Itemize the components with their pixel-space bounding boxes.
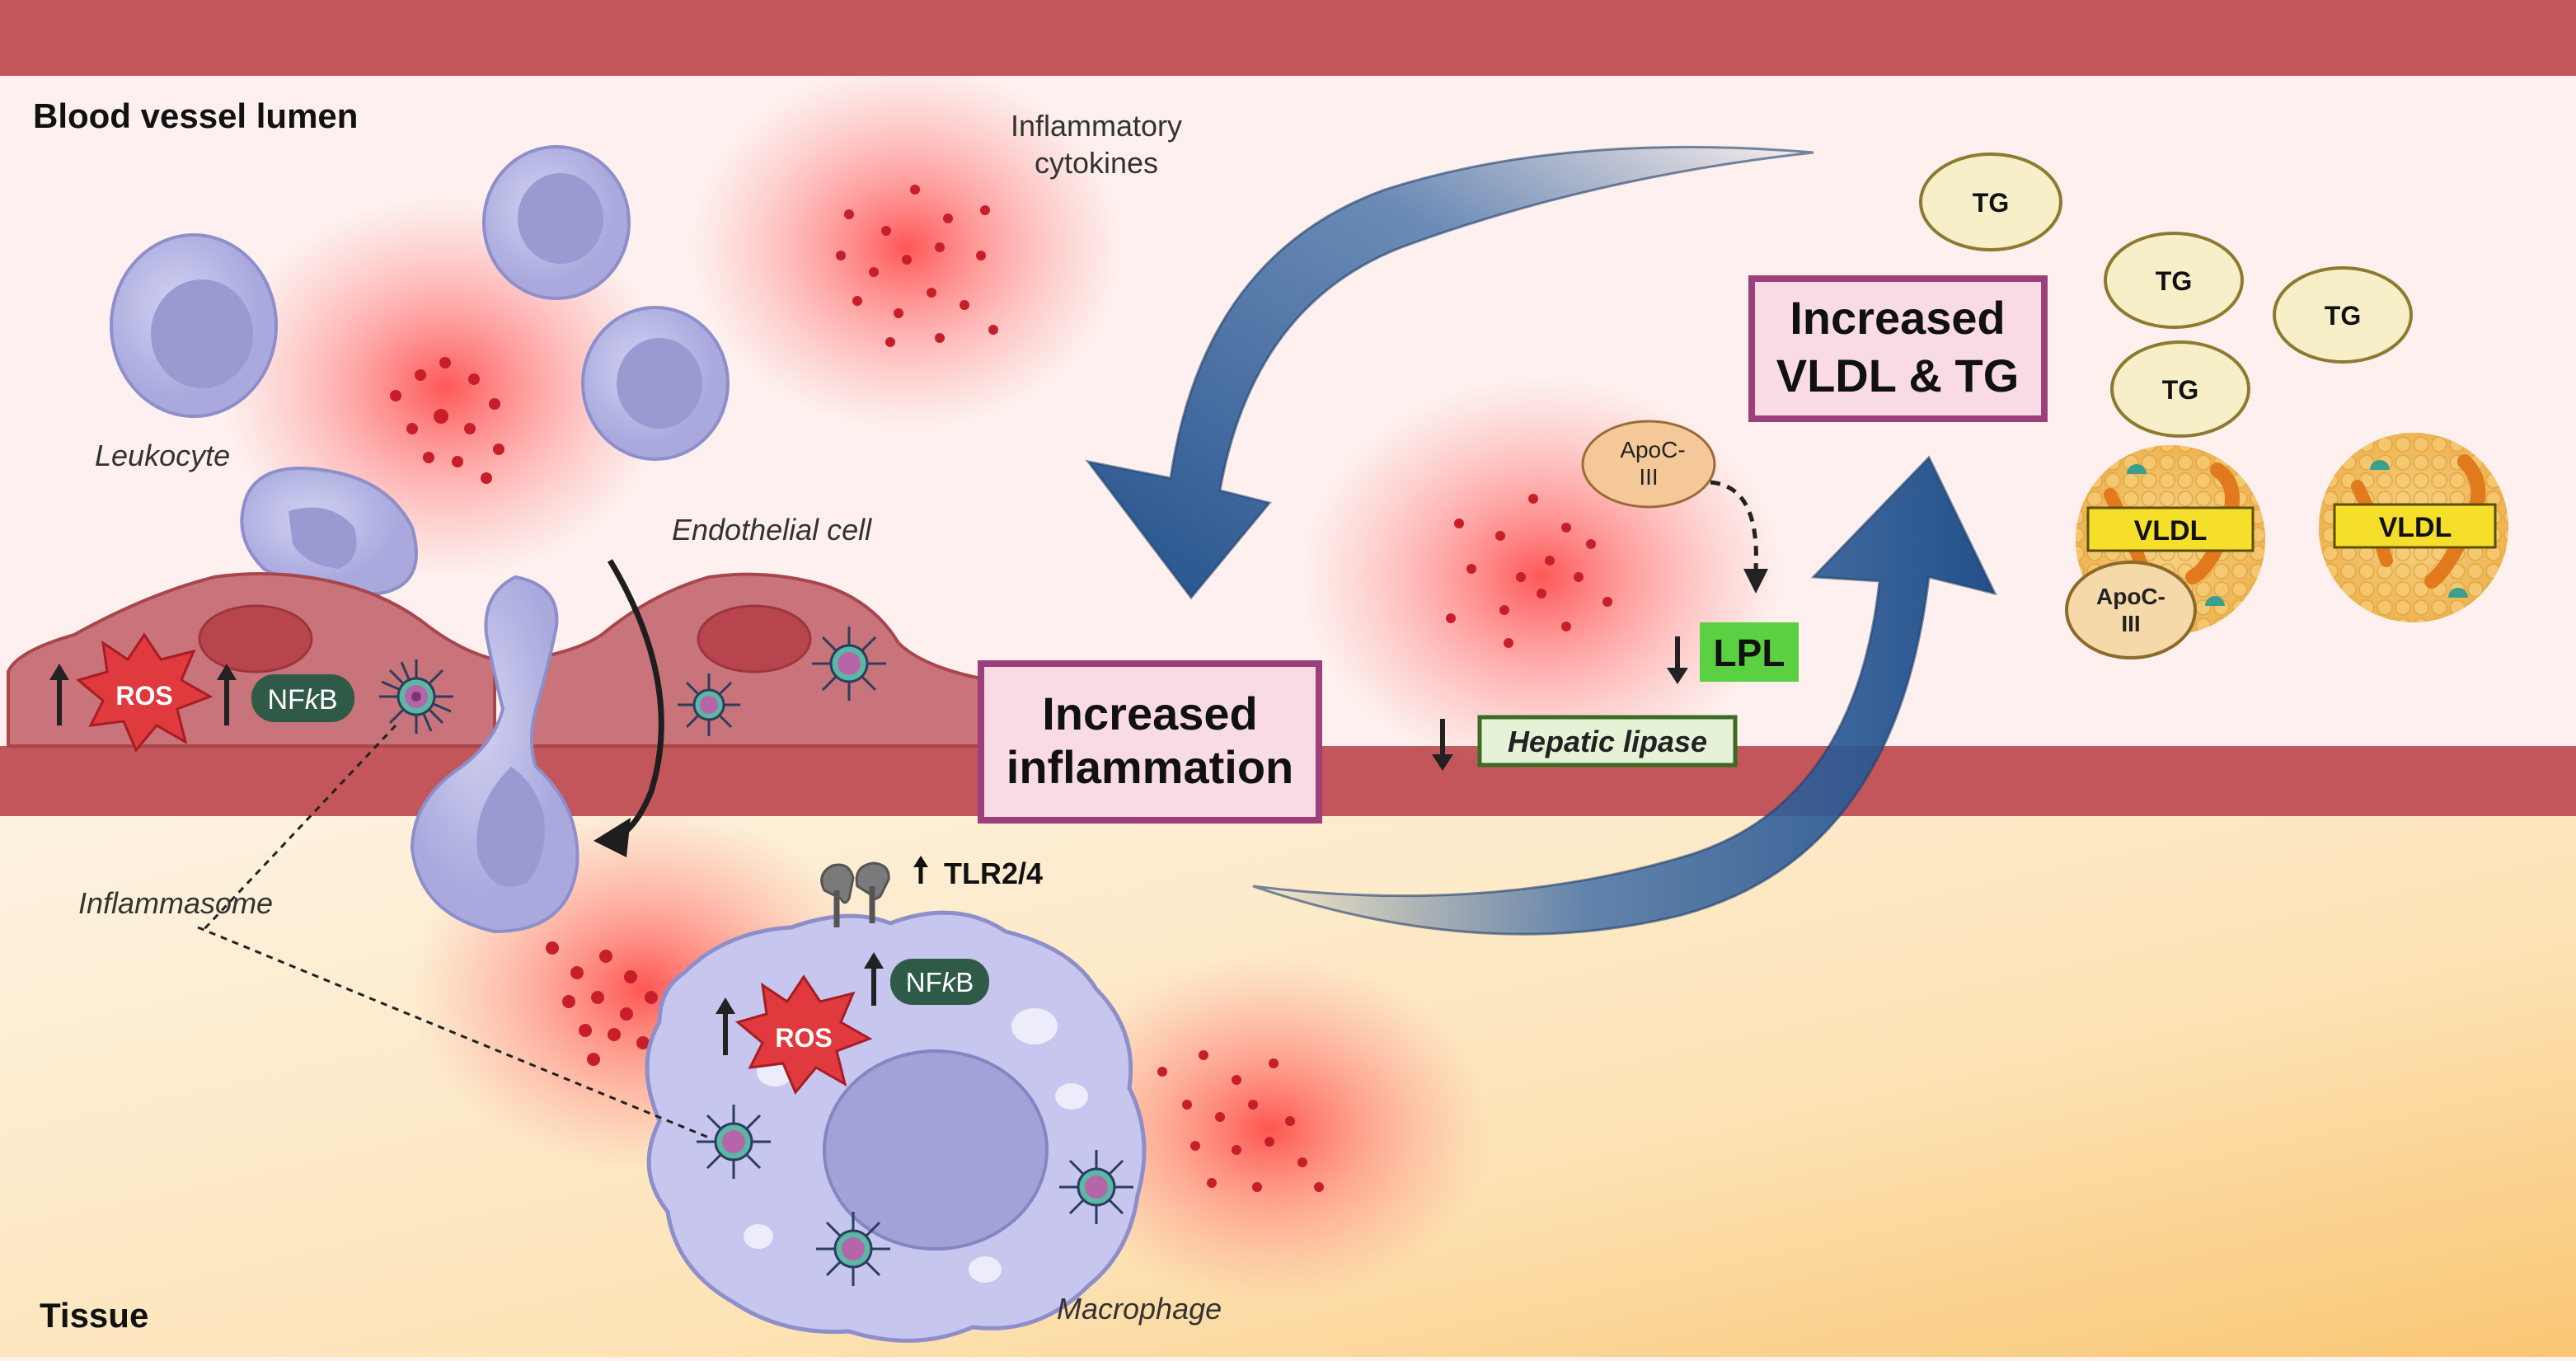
up-arrow-icon	[49, 664, 69, 680]
lumen-label: Blood vessel lumen	[33, 96, 358, 135]
endothelial-cell-label: Endothelial cell	[672, 513, 872, 547]
transmigration-arrowhead	[594, 818, 631, 857]
apoc-iii-on-vldl: ApoC- III	[2065, 561, 2197, 659]
svg-text:VLDL: VLDL	[2379, 512, 2452, 543]
inflammasome-pointer	[197, 926, 710, 1139]
svg-text:TG: TG	[1973, 188, 2009, 218]
svg-text:III: III	[1639, 464, 1658, 490]
svg-text:TG: TG	[2325, 301, 2361, 331]
down-arrow-icon	[1432, 754, 1453, 771]
macrophage	[645, 910, 1147, 1343]
svg-text:TG: TG	[2162, 375, 2198, 405]
svg-text:VLDL: VLDL	[2134, 515, 2208, 547]
svg-text:LPL: LPL	[1714, 631, 1785, 674]
transmigration-arrow	[607, 559, 664, 844]
rolling-leukocyte	[240, 467, 418, 596]
inflammasome-icon	[812, 627, 886, 701]
tg-particle: TG	[2273, 266, 2413, 364]
vessel-wall-top	[0, 0, 2576, 76]
up-arrow-icon	[913, 856, 928, 867]
inhibition-dashed-arrowhead	[1743, 569, 1768, 594]
up-arrow-icon	[716, 997, 735, 1014]
inflammasome-icon	[816, 1212, 890, 1286]
leukocyte	[110, 233, 278, 418]
inflammasome-icon	[379, 659, 453, 734]
cycle-arrow-right	[1252, 455, 1997, 936]
cycle-arrow-left	[1085, 145, 1814, 600]
tg-particle: TG	[2104, 232, 2244, 329]
tlr-label: TLR2/4	[944, 856, 1043, 890]
leukocyte-label: Leukocyte	[95, 439, 230, 472]
svg-text:III: III	[2121, 611, 2140, 636]
increased-vldl-tg-box: Increased VLDL & TG	[1748, 275, 2048, 422]
nfkb-badge-macrophage: NFkB	[890, 959, 989, 1005]
tg-particle: TG	[1919, 153, 2062, 251]
ros-burst-endothelial: ROS	[75, 632, 213, 753]
macrophage-label: Macrophage	[1057, 1292, 1222, 1326]
inflammasome-pointer	[200, 724, 397, 933]
inflammasome-icon	[678, 673, 740, 736]
lpl-enzyme-label: LPL	[1700, 622, 1799, 682]
down-arrow-icon	[1667, 668, 1688, 684]
cytokine-dots	[390, 185, 1612, 1192]
svg-text:ApoC-: ApoC-	[1620, 437, 1685, 462]
up-arrow-icon	[217, 664, 237, 680]
nfkb-badge-endothelial: NFkB	[251, 674, 354, 722]
cytokine-glow	[1047, 956, 1492, 1302]
apoc-iii-protein: ApoC- III	[1581, 420, 1716, 509]
hepatic-lipase-label: Hepatic lipase	[1477, 715, 1738, 767]
svg-text:Hepatic lipase: Hepatic lipase	[1508, 725, 1707, 758]
vldl-particle: VLDL	[2319, 433, 2508, 622]
svg-text:inflammation: inflammation	[1006, 741, 1293, 793]
up-arrow-icon	[864, 952, 884, 969]
inflammasome-label: Inflammasome	[78, 886, 273, 920]
svg-text:TG: TG	[2156, 266, 2192, 296]
svg-text:Increased: Increased	[1790, 292, 2006, 344]
svg-text:NFkB: NFkB	[267, 684, 337, 716]
tissue-label: Tissue	[40, 1296, 148, 1335]
svg-text:NFkB: NFkB	[906, 967, 974, 997]
ros-burst-macrophage: ROS	[734, 974, 873, 1095]
svg-text:ApoC-: ApoC-	[2096, 584, 2165, 609]
ros-label: ROS	[775, 1023, 832, 1053]
tlr-receptor-icon	[820, 861, 890, 927]
cytokines-label-line1: Inflammatory	[1011, 109, 1182, 143]
ros-label: ROS	[115, 681, 172, 711]
tg-particle: TG	[2110, 340, 2250, 438]
svg-text:VLDL & TG: VLDL & TG	[1776, 350, 2020, 401]
leukocyte	[581, 306, 730, 461]
inhibition-dashed-arrow	[1710, 480, 1758, 570]
increased-inflammation-box: Increased inflammation	[978, 660, 1322, 824]
cytokines-label-line2: cytokines	[1035, 146, 1158, 180]
inflammasome-icon	[697, 1105, 771, 1179]
inflammasome-icon	[1059, 1150, 1133, 1224]
leukocyte	[482, 145, 631, 300]
transmigrating-leukocyte	[410, 575, 579, 934]
svg-text:Increased: Increased	[1042, 688, 1258, 739]
cytokine-glow	[692, 66, 1121, 429]
